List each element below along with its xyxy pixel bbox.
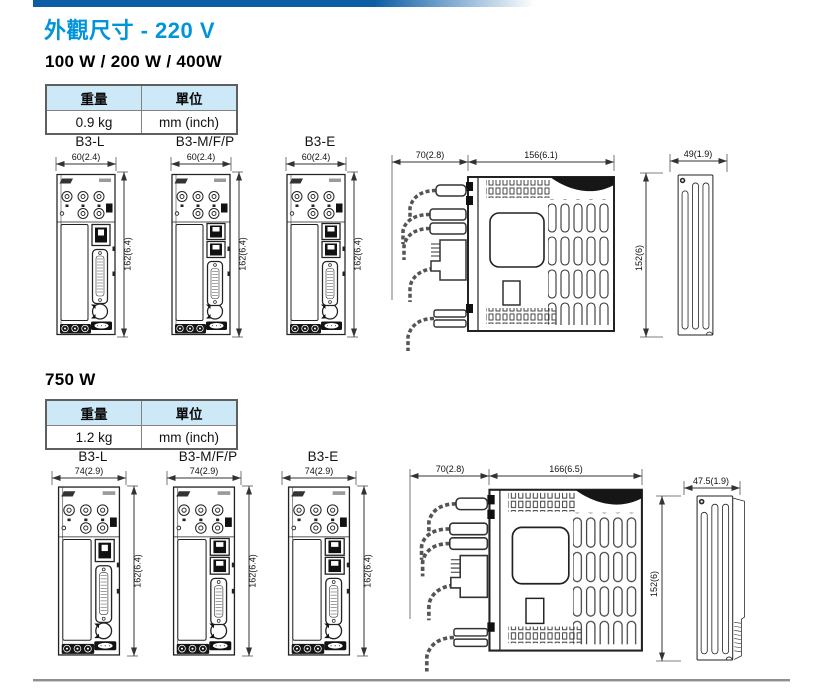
depth-dimension: 70(2.8) — [436, 464, 465, 474]
front-view-b3mfp-figure-750w: 74(2.9) 162(6.4) — [166, 466, 258, 657]
section-heading-750w: 750 W — [45, 370, 96, 389]
front-view-drawing — [59, 487, 120, 655]
rear-view-drawing — [697, 496, 744, 660]
height-dimension: 152(6) — [649, 571, 659, 597]
top-accent-bar — [33, 0, 535, 7]
height-dimension: 162(6.4) — [353, 237, 363, 271]
spec-value-unit: mm (inch) — [141, 425, 238, 450]
width-dimension: 60(2.4) — [187, 152, 216, 162]
section-heading-100-400w: 100 W / 200 W / 400W — [45, 52, 223, 71]
depth-dimension: 70(2.8) — [416, 150, 445, 160]
height-dimension: 162(6.4) — [238, 237, 248, 271]
front-view-b3e-figure-750w: 74(2.9) 162(6.4) — [281, 466, 373, 657]
front-view-b3l-figure: 60(2.4) 162(6.4) — [55, 152, 133, 338]
spec-value-unit: mm (inch) — [141, 110, 238, 135]
width-dimension: 74(2.9) — [75, 466, 104, 476]
width-dimension: 60(2.4) — [302, 152, 331, 162]
model-label: B3-E — [307, 449, 339, 464]
rear-view-figure-100-400w: 49(1.9) 152(6) — [634, 149, 728, 338]
front-view-drawing — [172, 175, 230, 335]
model-label: B3-E — [304, 134, 336, 149]
side-view-figure-100-400w: 70(2.8) 156(6.1) — [391, 150, 616, 353]
model-label: B3-M/F/P — [178, 449, 238, 464]
spec-table-100-400w: 重量 單位 0.9 kg mm (inch) — [45, 84, 238, 135]
height-dimension: 162(6.4) — [123, 237, 133, 271]
height-dimension: 152(6) — [634, 245, 644, 271]
spec-value-weight: 0.9 kg — [45, 110, 142, 135]
width-dimension: 49(1.9) — [684, 149, 713, 159]
front-view-b3l-figure-750w: 74(2.9) 162(6.4) — [51, 466, 143, 657]
front-view-drawing — [289, 487, 350, 655]
side-view-drawing — [419, 487, 644, 674]
bottom-separator — [33, 679, 790, 682]
rear-view-figure-750w: 47.5(1.9) 152(6) — [649, 476, 772, 662]
spec-header-weight: 重量 — [45, 84, 142, 111]
height-dimension: 162(6.4) — [133, 554, 143, 588]
side-view-figure-750w: 70(2.8) 166(6.5) — [409, 464, 644, 674]
model-label: B3-M/F/P — [175, 134, 235, 149]
page-title: 外觀尺寸 - 220 V — [44, 18, 216, 43]
front-view-b3mfp-figure: 60(2.4) 162(6.4) — [170, 152, 248, 338]
front-view-b3e-figure: 60(2.4) 162(6.4) — [285, 152, 363, 338]
front-view-drawing — [57, 175, 115, 335]
width-dimension: 47.5(1.9) — [693, 476, 729, 486]
height-dimension: 162(6.4) — [363, 554, 373, 588]
spec-header-unit: 單位 — [141, 84, 238, 111]
side-view-drawing — [401, 175, 616, 353]
model-label: B3-L — [78, 449, 108, 464]
width-dimension: 74(2.9) — [305, 466, 334, 476]
rear-view-drawing — [677, 174, 714, 336]
model-label: B3-L — [75, 134, 105, 149]
front-view-drawing — [287, 175, 345, 335]
body-width-dimension: 166(6.5) — [549, 464, 583, 474]
body-width-dimension: 156(6.1) — [524, 150, 558, 160]
spec-value-weight: 1.2 kg — [45, 425, 142, 450]
spec-header-unit: 單位 — [141, 399, 238, 426]
spec-table-750w: 重量 單位 1.2 kg mm (inch) — [45, 399, 238, 450]
height-dimension: 162(6.4) — [248, 554, 258, 588]
width-dimension: 60(2.4) — [72, 152, 101, 162]
spec-header-weight: 重量 — [45, 399, 142, 426]
width-dimension: 74(2.9) — [190, 466, 219, 476]
front-view-drawing — [174, 487, 235, 655]
